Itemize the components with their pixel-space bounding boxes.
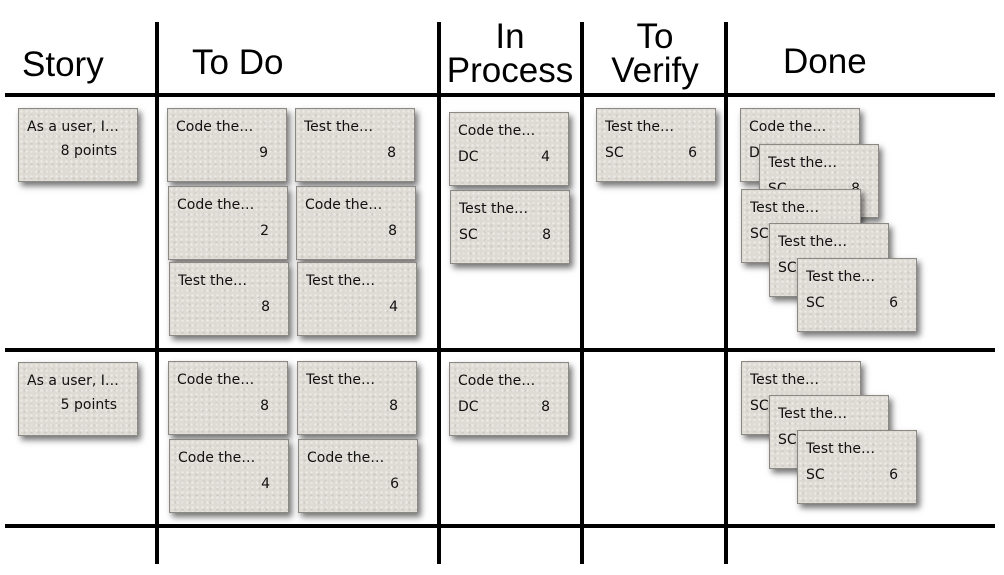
task-points: 8 [388,223,397,239]
task-card[interactable]: Test the… SC 6 [596,108,716,182]
story-title: As a user, I… [27,119,119,135]
task-card[interactable]: Code the… 8 [168,361,288,435]
task-points: 6 [390,476,399,492]
task-title: Test the… [605,119,674,135]
task-owner: DC [458,399,479,415]
story-card[interactable]: As a user, I… 5 points [18,362,138,436]
column-header-todo: To Do [192,43,284,82]
task-owner: D [749,145,760,161]
task-title: Code the… [458,123,536,139]
task-card[interactable]: Test the… SC 6 [797,258,917,332]
story-points: 8 points [60,143,117,159]
task-card[interactable]: Test the… 4 [297,262,417,336]
task-card[interactable]: Code the… 8 [296,186,416,260]
task-owner: DC [458,149,479,165]
task-points: 8 [389,398,398,414]
task-card[interactable]: Code the… 9 [167,108,287,182]
task-owner: SC [750,226,769,242]
task-title: Code the… [305,197,383,213]
column-divider [437,22,441,564]
task-card[interactable]: Test the… SC 6 [797,430,917,504]
task-card[interactable]: Code the… DC 8 [449,362,569,436]
row-divider [5,524,995,528]
task-title: Code the… [177,197,255,213]
task-title: Code the… [749,119,827,135]
task-owner: SC [750,398,769,414]
task-title: Test the… [750,200,819,216]
task-points: 4 [261,476,270,492]
task-card[interactable]: Code the… DC 4 [449,112,569,186]
task-title: Test the… [178,273,247,289]
task-card[interactable]: Code the… 4 [169,439,289,513]
task-title: Test the… [778,234,847,250]
task-title: Code the… [177,372,255,388]
task-points: 4 [541,149,550,165]
task-title: Code the… [176,119,254,135]
task-points: 8 [542,227,551,243]
task-owner: SC [806,467,825,483]
task-card[interactable]: Test the… 8 [297,361,417,435]
story-card[interactable]: As a user, I… 8 points [18,108,138,182]
task-points: 8 [387,145,396,161]
task-title: Test the… [750,372,819,388]
task-title: Test the… [806,269,875,285]
task-title: Test the… [304,119,373,135]
task-card[interactable]: Test the… 8 [169,262,289,336]
column-header-to-verify: To Verify [611,17,699,90]
task-card[interactable]: Code the… 2 [168,186,288,260]
column-divider [155,22,159,564]
task-title: Test the… [768,155,837,171]
task-title: Code the… [307,450,385,466]
task-title: Test the… [778,406,847,422]
task-points: 6 [889,467,898,483]
task-title: Test the… [806,441,875,457]
column-header-story: Story [22,45,104,84]
task-points: 8 [541,399,550,415]
task-owner: SC [605,145,624,161]
task-points: 6 [688,145,697,161]
task-points: 8 [261,299,270,315]
task-title: Test the… [306,372,375,388]
task-points: 6 [889,295,898,311]
task-title: Code the… [458,373,536,389]
task-owner: SC [459,227,478,243]
task-owner: SC [778,260,797,276]
column-header-in-process: In Process [446,17,574,90]
row-divider [5,93,995,97]
task-title: Test the… [459,201,528,217]
task-card[interactable]: Test the… 8 [295,108,415,182]
task-points: 2 [260,223,269,239]
task-owner: SC [778,432,797,448]
task-points: 8 [260,398,269,414]
task-card[interactable]: Test the… SC 8 [450,190,570,264]
column-divider [724,22,728,564]
task-points: 4 [389,299,398,315]
row-divider [5,348,995,352]
task-card[interactable]: Code the… 6 [298,439,418,513]
story-title: As a user, I… [27,373,119,389]
story-points: 5 points [60,397,117,413]
task-title: Test the… [306,273,375,289]
column-header-done: Done [783,42,867,81]
task-points: 9 [259,145,268,161]
task-title: Code the… [178,450,256,466]
task-owner: SC [806,295,825,311]
column-divider [580,22,584,564]
